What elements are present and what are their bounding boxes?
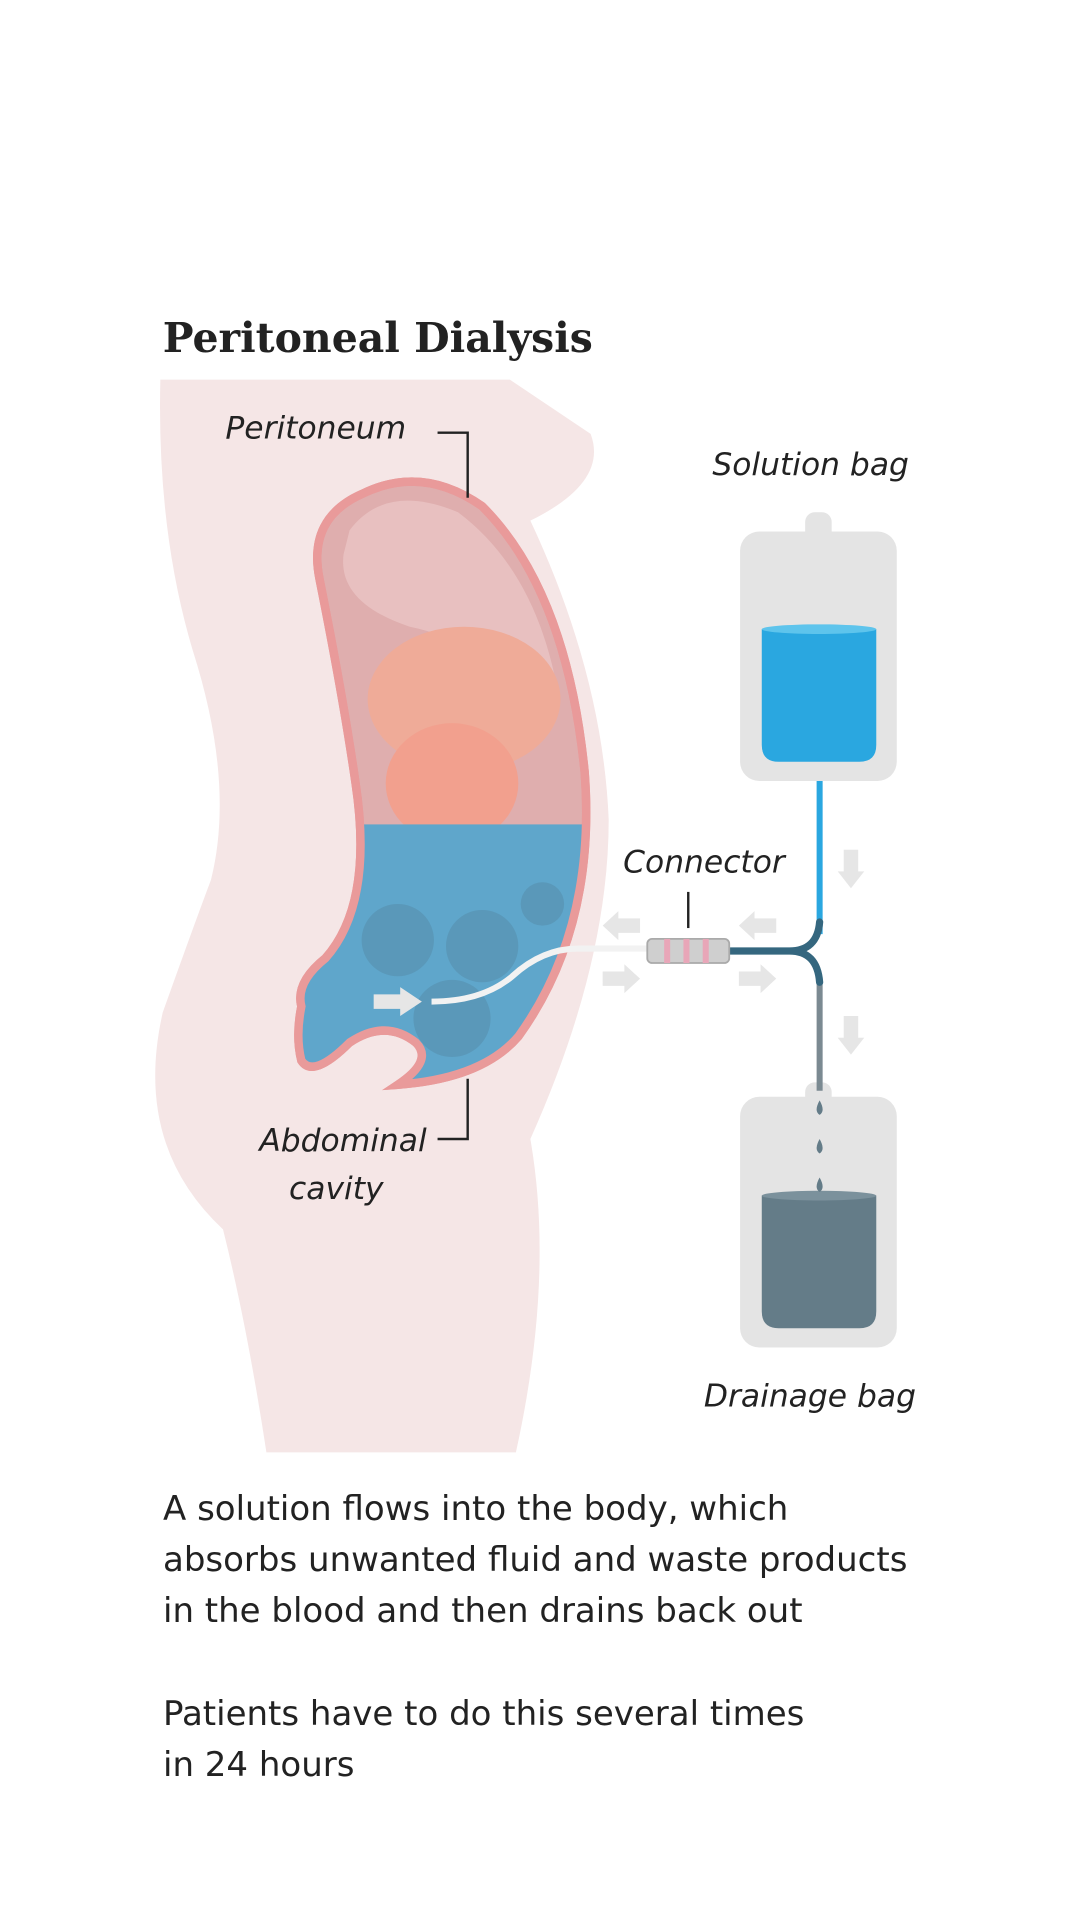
intestine-organ [385,723,519,844]
catheter-tube [431,945,651,1005]
description-paragraph-2: Patients have to do this several times i… [163,1689,1023,1791]
label-solution-bag: Solution bag [712,447,909,483]
text-line: Patients have to do this several times [163,1694,805,1734]
drop-icon [816,1100,823,1115]
flow-arrows [602,849,865,1055]
text-line: absorbs unwanted fluid and waste product… [163,1540,908,1580]
arrow-down-icon [837,849,865,889]
text-line: A solution flows into the body, which [163,1489,789,1529]
arrow-left-icon [602,911,641,941]
label-abdominal: Abdominal [257,1123,427,1159]
text-line: in 24 hours [163,1745,355,1785]
drainage-bag [740,1082,897,1348]
label-cavity: cavity [289,1171,384,1207]
leader-lines [437,431,690,1141]
description-paragraph-1: A solution flows into the body, which ab… [163,1484,1023,1637]
label-connector: Connector [623,845,787,881]
diagram-title: Peritoneal Dialysis [163,314,593,362]
label-drainage-bag: Drainage bag [704,1379,916,1415]
arrow-left-icon [738,911,777,941]
arrow-down-icon [837,1016,865,1055]
drop-icon [816,1138,823,1154]
label-peritoneum: Peritoneum [225,411,406,447]
arrow-right-icon [602,964,641,994]
text-line: in the blood and then drains back out [163,1591,803,1631]
connector [646,938,731,964]
y-junction [725,918,824,986]
solution-bag [740,512,897,782]
drop-icon [816,1177,823,1193]
arrow-right-icon [738,964,777,994]
